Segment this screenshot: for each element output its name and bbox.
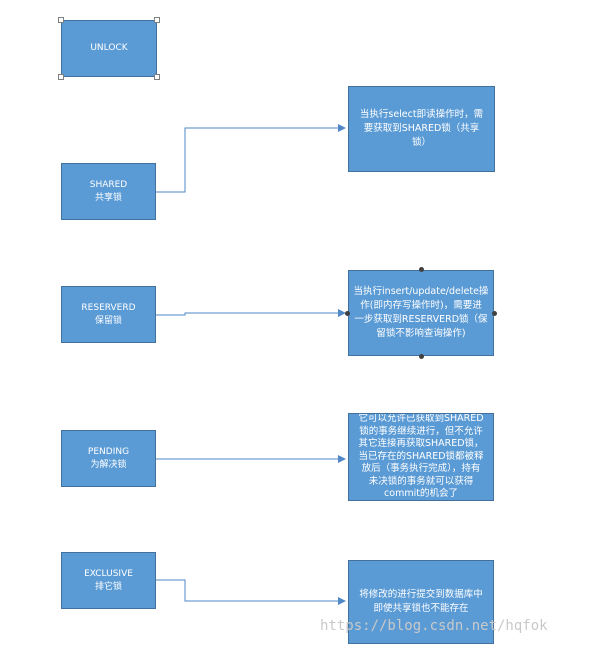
desc-exclusive[interactable]: 将修改的进行提交到数据库中 即使共享锁也不能存在 — [348, 560, 494, 644]
connection-point[interactable] — [419, 267, 424, 272]
desc-reserved-text: 当执行insert/update/delete操 作(即内存写操作时)，需要进 … — [353, 286, 489, 339]
desc-exclusive-text: 将修改的进行提交到数据库中 即使共享锁也不能存在 — [359, 589, 483, 614]
selection-handle[interactable] — [154, 17, 160, 23]
state-pending-label: PENDING 为解决锁 — [87, 446, 130, 470]
selection-handle[interactable] — [154, 74, 160, 80]
desc-pending-text: 它可以允许已获取到SHARED 锁的事务继续进行，但不允许 其它连接再获取SHA… — [358, 413, 484, 500]
connector-exclusive — [156, 579, 346, 605]
state-exclusive-label: EXCLUSIVE 排它锁 — [84, 568, 133, 592]
watermark: https://blog.csdn.net/hqfok — [320, 618, 548, 634]
connection-point[interactable] — [345, 311, 350, 316]
desc-shared-text: 当执行select即读操作时，需 要获取到SHARED锁（共享 锁） — [359, 109, 484, 148]
selection-handle[interactable] — [58, 17, 64, 23]
connector-shared — [156, 124, 346, 193]
state-reserved-label: RESERVERD 保留锁 — [81, 302, 136, 326]
desc-reserved[interactable]: 当执行insert/update/delete操 作(即内存写操作时)，需要进 … — [348, 270, 494, 356]
desc-shared[interactable]: 当执行select即读操作时，需 要获取到SHARED锁（共享 锁） — [348, 86, 495, 172]
selection-handle[interactable] — [58, 74, 64, 80]
state-shared[interactable]: SHARED 共享锁 — [61, 163, 156, 220]
connector-reserved — [156, 309, 346, 317]
state-unlock-label: UNLOCK — [90, 43, 128, 53]
state-shared-label: SHARED 共享锁 — [89, 179, 128, 203]
desc-pending[interactable]: 它可以允许已获取到SHARED 锁的事务继续进行，但不允许 其它连接再获取SHA… — [348, 413, 494, 501]
state-exclusive[interactable]: EXCLUSIVE 排它锁 — [61, 552, 156, 609]
state-reserved[interactable]: RESERVERD 保留锁 — [61, 286, 156, 343]
connection-point[interactable] — [492, 311, 497, 316]
state-unlock[interactable]: UNLOCK — [61, 20, 157, 77]
connection-point[interactable] — [419, 354, 424, 359]
state-pending[interactable]: PENDING 为解决锁 — [61, 430, 156, 487]
